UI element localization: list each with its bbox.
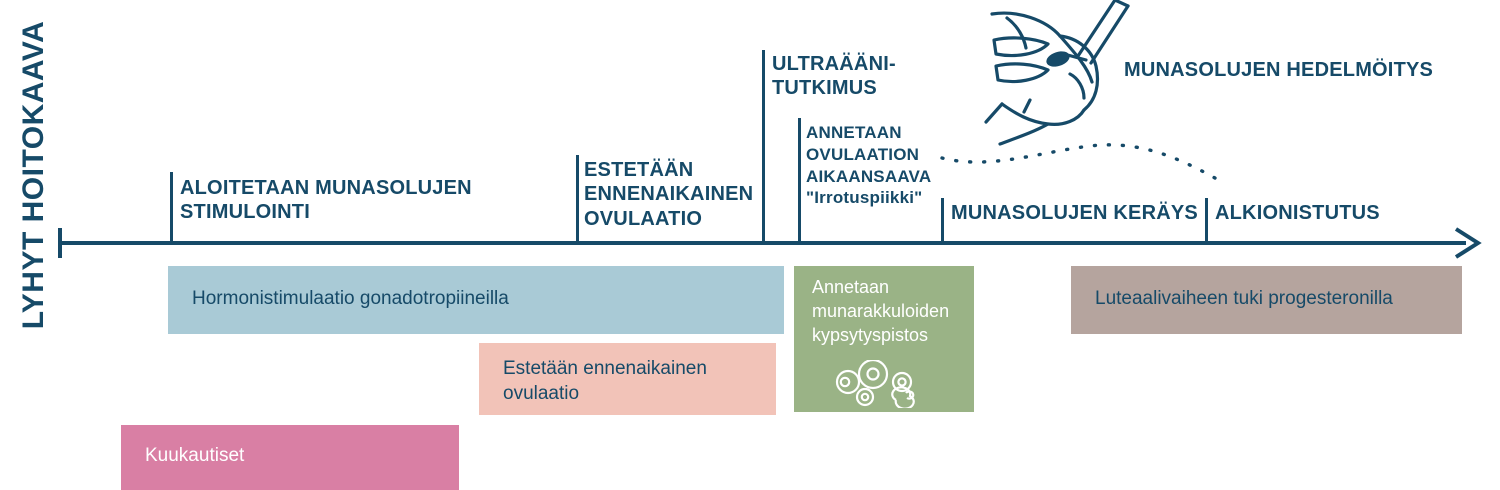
page-title: LYHYT HOITOKAAVA <box>17 20 50 330</box>
phase-bar-hormone-stimulation: Hormonistimulaatio gonadotropiineilla <box>168 266 784 334</box>
phase-bar-menstruation: Kuukautiset <box>121 425 459 490</box>
milestone-label-stimulation-start: ALOITETAAN MUNASOLUJEN STIMULOINTI <box>180 177 472 224</box>
arrow-right-icon <box>1452 226 1486 260</box>
tick-egg-retrieval <box>941 198 944 243</box>
tick-stimulation-start <box>170 172 173 243</box>
milestone-label-egg-retrieval: MUNASOLUJEN KERÄYS <box>951 202 1198 224</box>
milestone-label-prevent-ovulation: ESTETÄÄN ENNENAIKAINEN OVULAATIO <box>584 159 754 230</box>
milestone-label-ultrasound: ULTRAÄÄNI- TUTKIMUS <box>772 53 896 100</box>
phase-bar-prevent-premature-ovulation: Estetään ennenaikainen ovulaatio <box>479 343 776 415</box>
phase-bar-label: Estetään ennenaikainen ovulaatio <box>503 358 707 405</box>
tick-ultrasound <box>762 50 765 243</box>
timeline-axis <box>58 241 1466 245</box>
phase-bar-label: Hormonistimulaatio gonadotropiineilla <box>192 288 509 309</box>
dashed-connector <box>940 130 1230 190</box>
phase-bar-label: Luteaalivaiheen tuki progesteronilla <box>1095 288 1393 309</box>
phase-bar-label: Kuukautiset <box>145 445 245 466</box>
milestone-label-fertilization: MUNASOLUJEN HEDELMÖITYS <box>1124 59 1434 81</box>
tick-prevent-ovulation <box>576 155 579 243</box>
milestone-label-trigger-shot: ANNETAAN OVULAATION AIKAANSAAVA "Irrotus… <box>806 123 932 208</box>
phase-bar-label: Annetaan munarakkuloiden kypsytyspistos <box>812 277 950 345</box>
hand-holding-pipette-icon <box>960 0 1240 196</box>
milestone-label-embryo-transfer: ALKIONISTUTUS <box>1215 202 1380 224</box>
phase-bar-follicle-maturation-shot: Annetaan munarakkuloiden kypsytyspistos <box>794 266 974 412</box>
tick-embryo-transfer <box>1205 198 1208 243</box>
tick-trigger-shot <box>798 118 801 243</box>
follicle-cluster-icon <box>832 358 922 410</box>
phase-bar-luteal-support: Luteaalivaiheen tuki progesteronilla <box>1071 266 1462 334</box>
